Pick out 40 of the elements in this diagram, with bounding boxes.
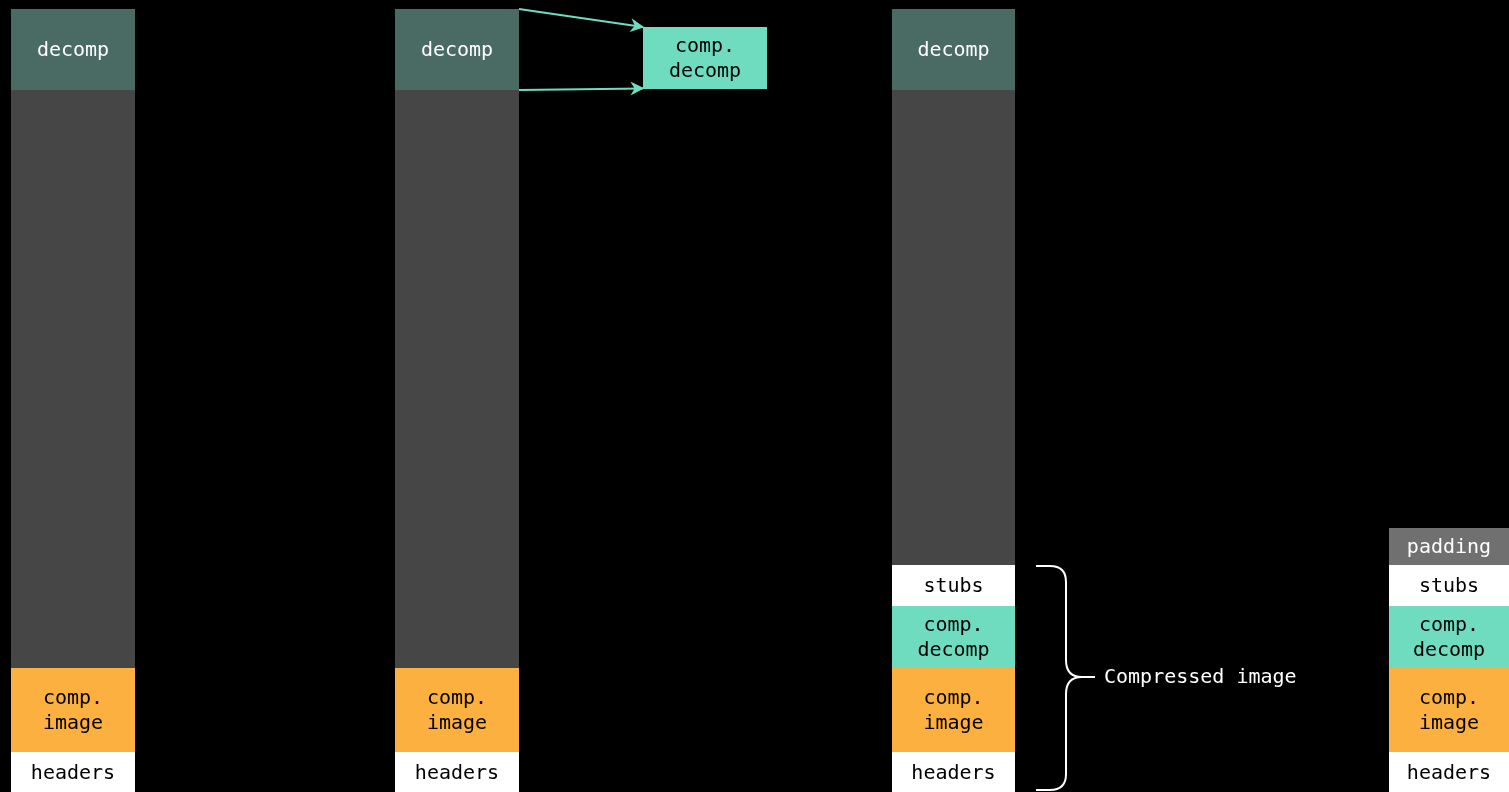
padding-block [1389,528,1509,565]
headers-block [1389,752,1509,792]
block-label: comp. image [922,685,985,735]
headers-block [11,752,135,792]
block-label: headers [29,759,117,785]
decomp-block [892,9,1015,90]
image-block [1389,668,1509,752]
block-label: decomp [916,37,991,62]
block-label: comp. decomp [667,33,743,83]
headers-block [892,752,1015,792]
decompressor-block [643,27,767,89]
image-block [11,668,135,752]
block-label: comp. decomp [916,612,991,662]
decompressor-block [1389,606,1509,668]
arrow [518,81,645,96]
block-label: stubs [1417,573,1481,598]
block-label: decomp [419,37,495,62]
arrow [518,8,645,33]
memory-block [11,90,135,668]
memory-block [892,90,1015,565]
block-label: comp. decomp [1411,612,1487,662]
block-label: headers [1405,759,1493,785]
memory-block [395,90,519,668]
block-label: padding [1405,534,1493,559]
brace-label: Compressed image [1104,664,1297,689]
image-block [892,668,1015,752]
block-label: decomp [35,37,111,62]
decompressor-block [892,606,1015,668]
stubs-block [892,565,1015,606]
image-block [395,668,519,752]
block-label: headers [413,759,501,785]
block-label: stubs [922,573,985,598]
block-label: comp. image [1417,685,1481,735]
block-label: comp. image [41,685,105,735]
stubs-block [1389,565,1509,606]
block-label: headers [910,759,997,785]
headers-block [395,752,519,792]
decomp-block [395,9,519,90]
block-label: comp. image [425,685,489,735]
decomp-block [11,9,135,90]
